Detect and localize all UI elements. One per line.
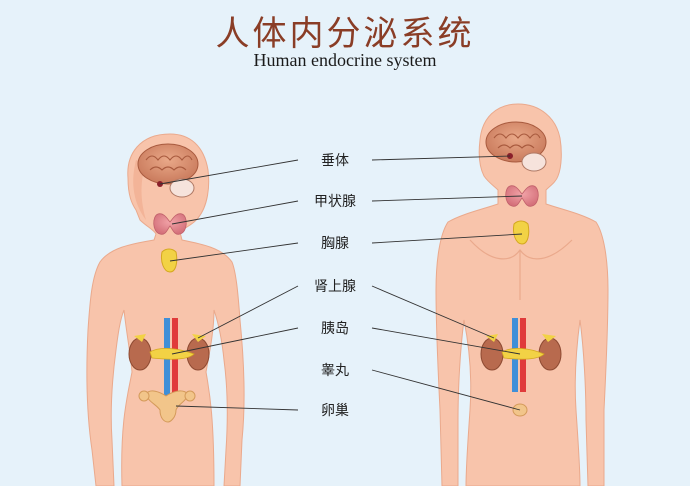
leader-thyroid-male (371, 195, 523, 202)
label-ovaries: 卵巢 (321, 403, 349, 419)
male-brain-folds (493, 133, 541, 149)
title-english: Human endocrine system (253, 50, 437, 70)
leader-adrenal-male (371, 285, 495, 339)
gland-labels: 垂体 甲状腺 胸腺 肾上腺 胰岛 睾丸 卵巢 (314, 153, 356, 419)
leader-thyroid-female (171, 200, 299, 225)
female-brain (137, 143, 199, 185)
label-pituitary: 垂体 (321, 153, 349, 169)
male-adrenal-right (542, 334, 556, 342)
female-ovary-right (184, 390, 196, 402)
leader-lines (159, 155, 523, 411)
label-thymus: 胸腺 (321, 236, 349, 252)
male-figure (435, 103, 609, 486)
label-thyroid: 甲状腺 (314, 194, 356, 210)
label-testes: 睾丸 (321, 363, 349, 379)
male-chest-lines (469, 239, 573, 300)
title-chinese: 人体内分泌系统 (215, 14, 475, 54)
female-body (86, 133, 245, 486)
male-pancreas (501, 348, 545, 360)
leader-testes (371, 369, 521, 411)
male-thymus (513, 220, 530, 245)
female-figure (86, 133, 245, 486)
female-cerebellum (169, 178, 195, 198)
male-cerebellum (521, 152, 547, 172)
leader-pituitary-female (159, 159, 299, 185)
leader-pancreas-female (171, 327, 299, 355)
leader-adrenal-female (197, 285, 299, 339)
male-left-kidney (480, 337, 504, 371)
female-ovary-left (138, 390, 150, 402)
male-brain (485, 121, 547, 163)
leader-thymus-male (371, 233, 523, 244)
female-thyroid (153, 213, 187, 235)
male-body (435, 103, 609, 486)
female-uterus (145, 390, 189, 423)
female-adrenal-left (134, 334, 146, 342)
female-left-kidney (128, 337, 152, 371)
leader-ovaries (175, 405, 299, 411)
label-pancreatic-islets: 胰岛 (321, 321, 349, 337)
leader-pituitary-male (371, 155, 511, 161)
female-thymus (161, 248, 178, 273)
female-brain-folds (145, 155, 193, 171)
leader-thymus-female (169, 242, 299, 262)
label-adrenal: 肾上腺 (314, 279, 356, 295)
leader-pancreas-male (371, 327, 521, 355)
